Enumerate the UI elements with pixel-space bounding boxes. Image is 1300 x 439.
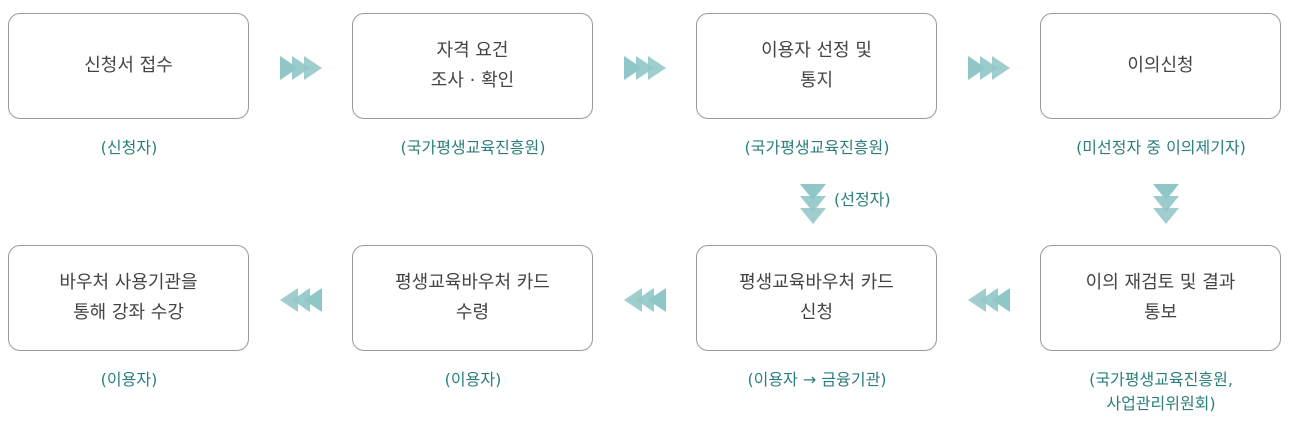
triple-arrow-right-icon xyxy=(624,56,666,80)
triple-arrow-right-icon xyxy=(280,56,322,80)
step-user-selection-notice: 이용자 선정 및 통지 xyxy=(696,13,937,119)
caption-selected: (선정자) xyxy=(834,190,891,209)
caption-nile-1: (국가평생교육진흥원) xyxy=(400,138,546,157)
triple-arrow-left-icon xyxy=(624,288,666,312)
step-card-application: 평생교육바우처 카드 신청 xyxy=(696,245,937,351)
triple-arrow-down-icon xyxy=(1153,184,1179,224)
triple-arrow-right-icon xyxy=(968,56,1010,80)
triple-arrow-left-icon xyxy=(968,288,1010,312)
step-eligibility-check: 자격 요건 조사 · 확인 xyxy=(352,13,593,119)
caption-applicant: (신청자) xyxy=(100,138,158,157)
triple-arrow-left-icon xyxy=(280,288,322,312)
caption-objectors: (미선정자 중 이의제기자) xyxy=(1076,138,1246,157)
step-take-course: 바우처 사용기관을 통해 강좌 수강 xyxy=(8,245,249,351)
caption-user-1: (이용자) xyxy=(100,370,158,389)
caption-nile-2: (국가평생교육진흥원) xyxy=(744,138,890,157)
step-objection: 이의신청 xyxy=(1040,13,1281,119)
triple-arrow-down-icon xyxy=(800,184,826,224)
caption-user-bank: (이용자 → 금융기관) xyxy=(747,370,887,389)
caption-nile-committee: (국가평생교육진흥원, 사업관리위원회) xyxy=(1089,370,1233,413)
step-application-receipt: 신청서 접수 xyxy=(8,13,249,119)
caption-user-2: (이용자) xyxy=(444,370,502,389)
step-card-receipt: 평생교육바우처 카드 수령 xyxy=(352,245,593,351)
step-review-result: 이의 재검토 및 결과 통보 xyxy=(1040,245,1281,351)
